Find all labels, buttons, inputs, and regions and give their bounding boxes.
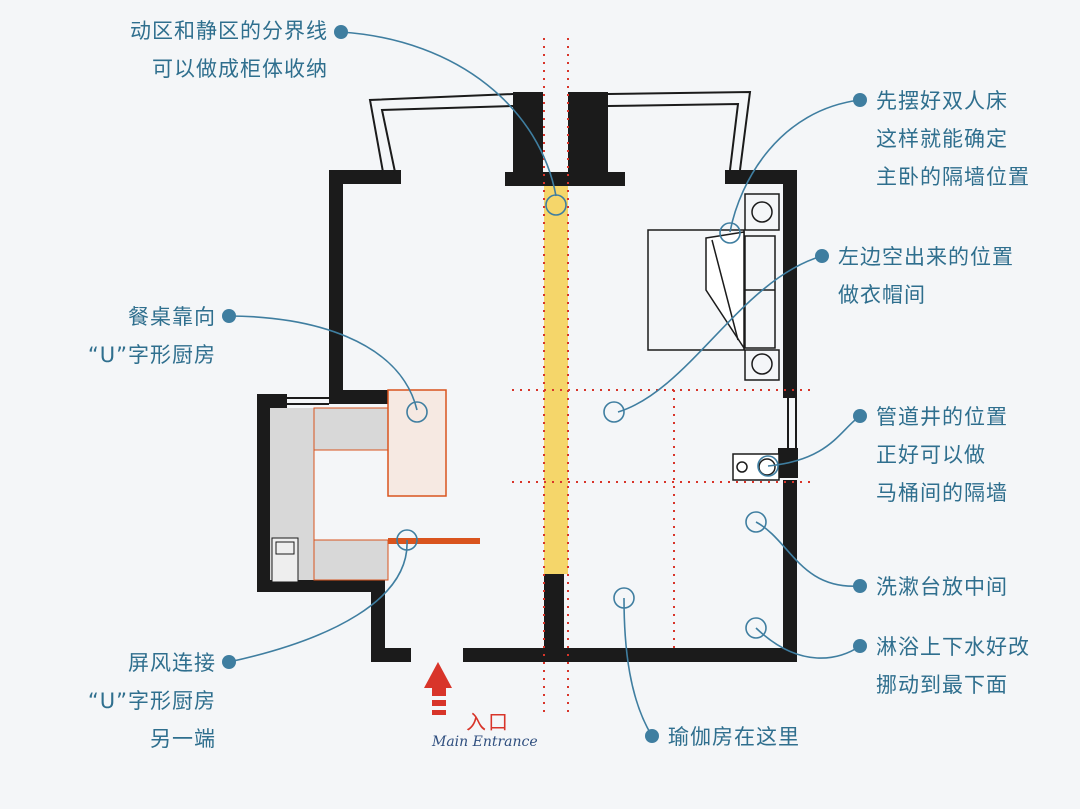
leader-lines xyxy=(228,31,861,737)
note-dining-table: 餐桌靠向 “U”字形厨房 xyxy=(87,305,216,367)
walls xyxy=(257,92,798,662)
bathroom-fixture xyxy=(732,453,780,481)
note-screen: 屏风连接 “U”字形厨房 另一端 xyxy=(87,651,216,751)
windows xyxy=(287,90,797,648)
leader-targets xyxy=(396,194,779,639)
u-kitchen xyxy=(270,407,389,583)
note-washbasin: 洗漱台放中间 xyxy=(876,575,1008,599)
entrance-label-cn: 入口 xyxy=(466,710,510,734)
note-left-space: 左边空出来的位置 做衣帽间 xyxy=(838,245,1014,307)
double-bed xyxy=(647,229,745,351)
screen-partition xyxy=(388,538,480,544)
note-yoga-room: 瑜伽房在这里 xyxy=(668,725,800,749)
side-cabinets xyxy=(744,193,780,381)
divider-strip xyxy=(544,182,568,574)
dining-table xyxy=(387,389,447,497)
dotted-guides xyxy=(512,38,812,715)
leader-dots xyxy=(222,25,867,743)
note-pipe-shaft: 管道井的位置 正好可以做 马桶间的隔墙 xyxy=(876,405,1008,505)
arrow-up-icon xyxy=(424,662,452,715)
note-bed-first: 先摆好双人床 这样就能确定 主卧的隔墙位置 xyxy=(876,89,1030,189)
note-divider-line: 动区和静区的分界线 可以做成柜体收纳 xyxy=(130,19,328,81)
entrance-label-en: Main Entrance xyxy=(432,734,538,750)
note-shower: 淋浴上下水好改 挪动到最下面 xyxy=(876,635,1030,697)
